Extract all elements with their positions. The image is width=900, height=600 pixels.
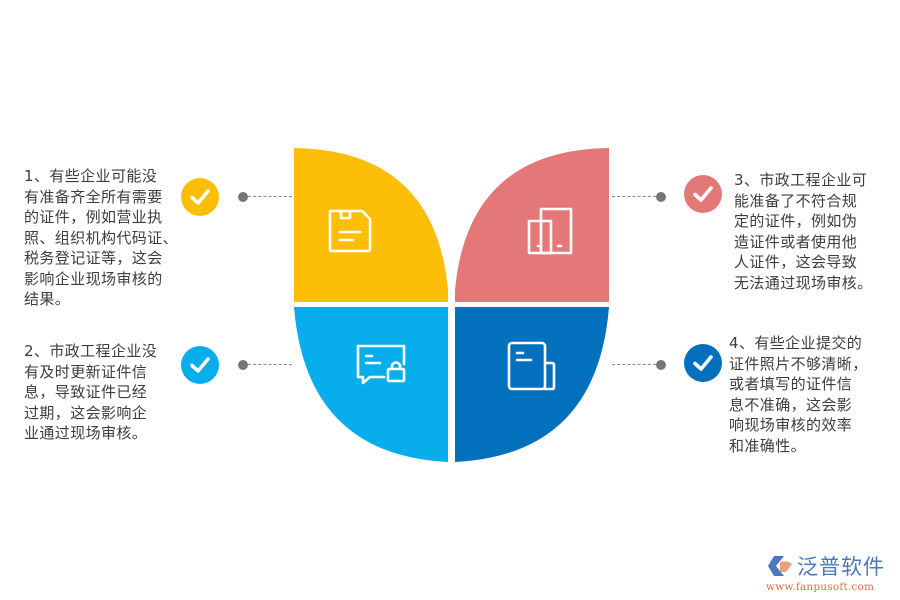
connector-3	[612, 192, 666, 202]
check-badge-2	[181, 346, 219, 384]
item-2-line: 息，导致证件已经	[24, 383, 148, 401]
item-1-line: 税务登记证等，这会	[24, 249, 163, 267]
item-2-line: 业通过现场审核。	[24, 424, 148, 442]
item-4-text: 4、有些企业提交的 证件照片不够清晰， 或者填写的证件信 息不准确，这会影 响现…	[729, 333, 894, 456]
item-1-line: 有准备齐全所有需要	[24, 187, 163, 206]
item-4-line: 息不准确，这会影	[729, 395, 853, 414]
check-badge-4	[684, 344, 722, 382]
item-4-line: 4、有些企业提交的	[729, 334, 863, 352]
connector-2	[238, 360, 292, 370]
item-3-line: 造证件或者使用他	[734, 232, 858, 251]
petal-cyan	[294, 307, 448, 462]
petal-icon-1	[322, 203, 378, 259]
item-1-line: 结果。	[24, 290, 71, 308]
item-1-line: 1、有些企业可能没	[24, 167, 158, 185]
petal-icon-3	[522, 203, 578, 259]
check-badge-3	[684, 175, 722, 213]
chat-lock-icon	[356, 344, 406, 385]
petal-blue	[455, 307, 609, 462]
item-3-line: 定的证件，例如伪	[734, 212, 858, 230]
checkmark-icon	[693, 186, 713, 202]
item-1-line: 的证件，例如营业执	[24, 208, 163, 226]
item-4-line: 或者填写的证件信	[729, 375, 853, 393]
floppy-save-icon	[328, 209, 372, 253]
item-2-text: 2、市政工程企业没 有及时更新证件信 息，导致证件已经 过期，这会影响企 业通过…	[24, 341, 184, 444]
devices-icon	[527, 207, 573, 255]
logo-name: 泛普软件	[797, 555, 885, 579]
item-3-line: 3、市政工程企业可	[734, 171, 868, 189]
item-3-line: 能准备了不符合规	[734, 191, 858, 210]
item-1-line: 影响企业现场审核的	[24, 269, 163, 288]
petal-icon-2	[352, 338, 408, 394]
item-1-line: 照、组织机构代码证、	[24, 228, 179, 247]
item-4-line: 证件照片不够清晰，	[729, 354, 868, 373]
logo-url: www.fanpusoft.com	[766, 581, 875, 593]
connector-4	[612, 360, 666, 370]
petal-icon-4	[503, 337, 559, 393]
item-1-text: 1、有些企业可能没 有准备齐全所有需要 的证件，例如营业执 照、组织机构代码证、…	[24, 166, 184, 310]
check-badge-1	[181, 178, 219, 216]
brand-logo: 泛普软件 www.fanpusoft.com	[766, 551, 885, 593]
logo-mark-icon	[768, 556, 792, 576]
connector-1	[238, 192, 292, 202]
item-3-line: 无法通过现场审核。	[734, 273, 873, 292]
document-icon	[507, 341, 556, 391]
petal-pink	[455, 148, 609, 302]
item-3-text: 3、市政工程企业可 能准备了不符合规 定的证件，例如伪 造证件或者使用他 人证件…	[734, 170, 894, 293]
item-3-line: 人证件，这会导致	[734, 253, 858, 271]
item-2-line: 过期，这会影响企	[24, 403, 148, 422]
checkmark-icon	[190, 189, 210, 205]
checkmark-icon	[693, 355, 713, 371]
item-4-line: 和准确性。	[729, 436, 807, 455]
item-4-line: 响现场审核的效率	[729, 416, 853, 434]
item-2-line: 2、市政工程企业没	[24, 342, 158, 360]
item-2-line: 有及时更新证件信	[24, 362, 148, 381]
checkmark-icon	[190, 357, 210, 373]
